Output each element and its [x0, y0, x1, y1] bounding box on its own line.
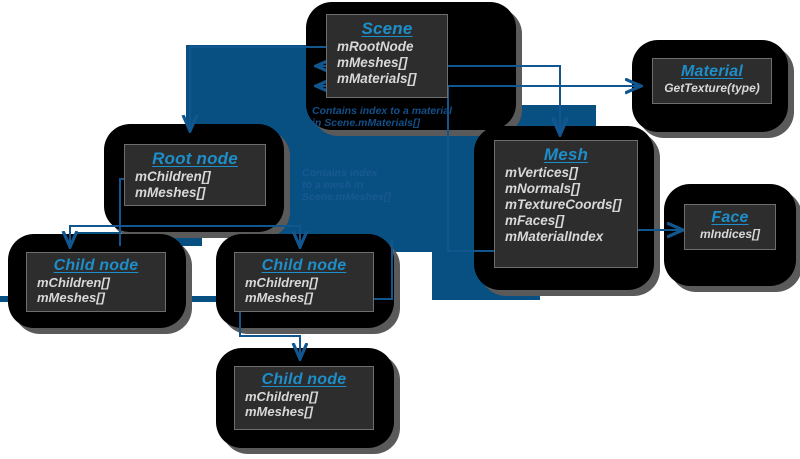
card-child-node-a[interactable]: Child node mChildren[] mMeshes[] — [26, 252, 166, 312]
card-root-node[interactable]: Root node mChildren[] mMeshes[] — [124, 144, 266, 206]
field-scene-0: mRootNode — [337, 39, 414, 54]
field-mesh-1: mNormals[] — [505, 180, 581, 196]
card-title-child-node-a: Child node — [53, 257, 139, 274]
field-root-node-1: mMeshes[] — [135, 184, 206, 200]
field-mesh-4: mMaterialIndex — [505, 228, 604, 244]
card-title-child-node-c: Child node — [261, 371, 347, 388]
card-title-child-node-b: Child node — [261, 257, 347, 274]
field-scene-2: mMaterials[] — [337, 70, 417, 86]
field-mesh-0: mVertices[] — [505, 165, 579, 180]
field-material-0: GetTexture(type) — [664, 81, 760, 95]
field-child-a-1: mMeshes[] — [37, 290, 105, 306]
field-child-b-1: mMeshes[] — [245, 290, 313, 306]
card-material[interactable]: Material GetTexture(type) — [652, 58, 772, 104]
field-mesh-2: mTextureCoords[] — [505, 196, 622, 212]
card-title-face: Face — [711, 209, 749, 226]
field-child-c-1: mMeshes[] — [245, 404, 313, 420]
note-material-index: Contains index to a material in Scene.mM… — [312, 105, 453, 129]
card-title-root-node: Root node — [152, 149, 238, 168]
field-root-node-0: mChildren[] — [135, 169, 211, 184]
card-title-mesh: Mesh — [543, 145, 589, 164]
field-scene-1: mMeshes[] — [337, 54, 408, 70]
card-child-node-b[interactable]: Child node mChildren[] mMeshes[] — [234, 252, 374, 312]
card-scene[interactable]: Scene mRootNode mMeshes[] mMaterials[] — [326, 14, 448, 98]
card-mesh[interactable]: Mesh mVertices[] mNormals[] mTextureCoor… — [494, 140, 638, 268]
card-title-scene: Scene — [361, 19, 413, 38]
note-mesh-index: Contains index to a mesh in Scene.mMeshe… — [302, 167, 391, 203]
card-child-node-c[interactable]: Child node mChildren[] mMeshes[] — [234, 366, 374, 430]
card-face[interactable]: Face mIndices[] — [684, 204, 776, 250]
field-child-b-0: mChildren[] — [245, 275, 318, 290]
field-child-c-0: mChildren[] — [245, 389, 318, 404]
card-title-material: Material — [680, 63, 744, 80]
field-mesh-3: mFaces[] — [505, 212, 565, 228]
field-child-a-0: mChildren[] — [37, 275, 110, 290]
field-face-0: mIndices[] — [699, 227, 760, 241]
